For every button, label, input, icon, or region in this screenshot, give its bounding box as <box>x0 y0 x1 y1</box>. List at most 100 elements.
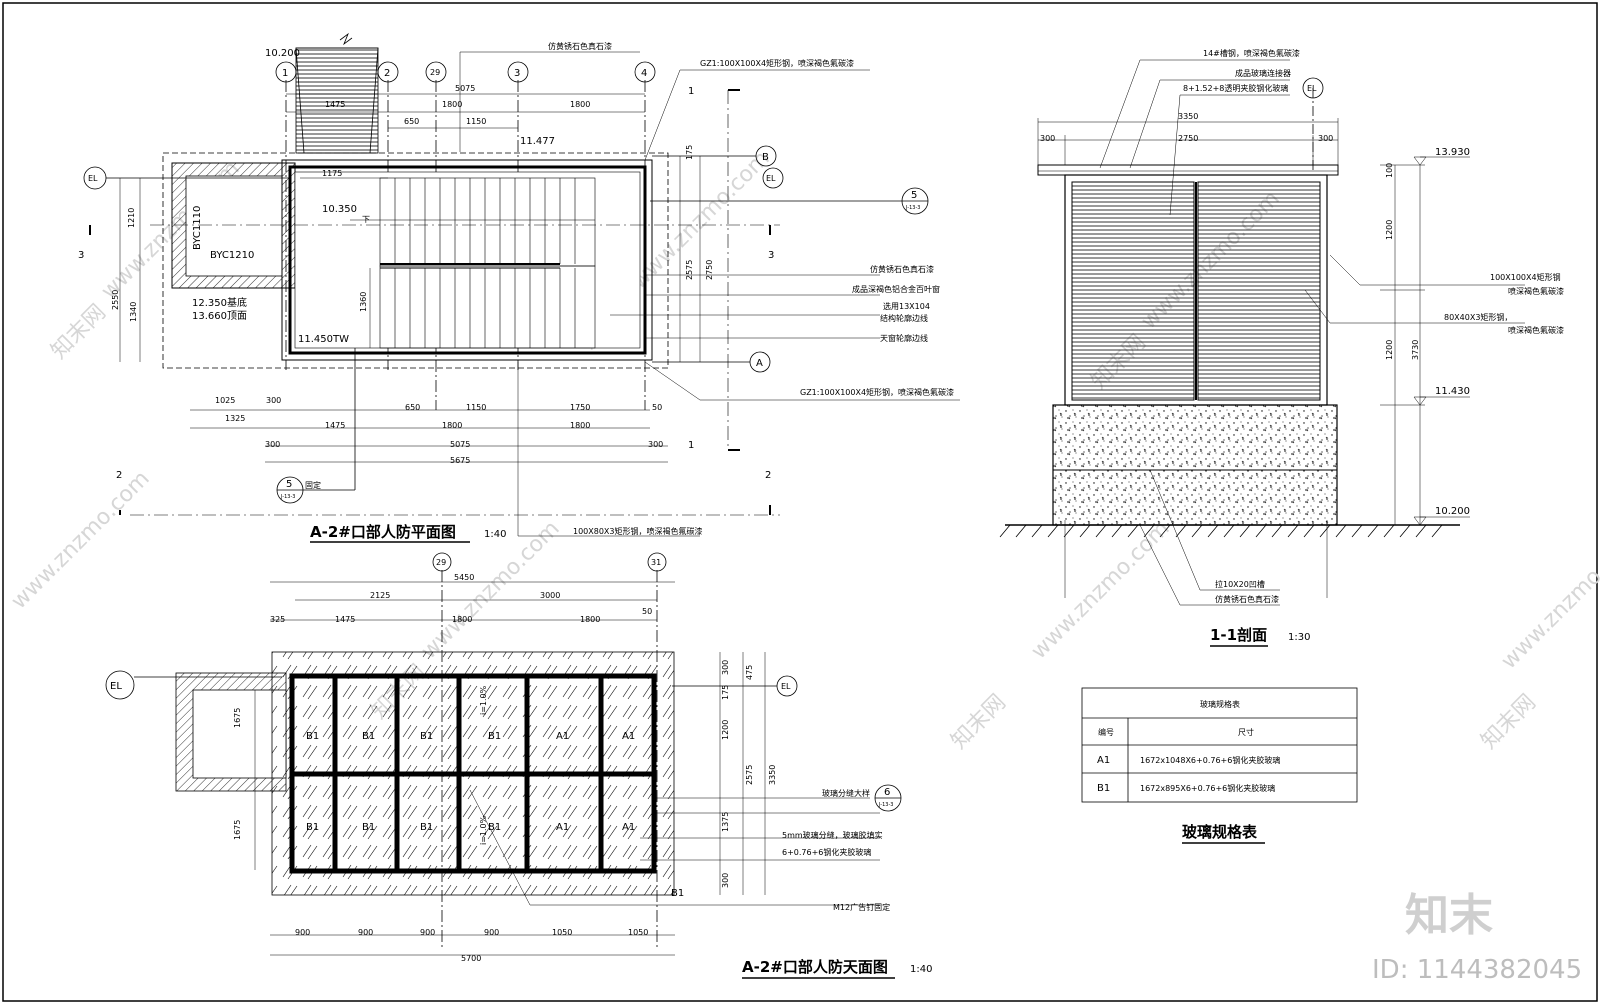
svg-text:5mm玻璃分缝，玻璃胶填实: 5mm玻璃分缝，玻璃胶填实 <box>782 830 883 840</box>
section-scale: 1:30 <box>1288 632 1310 643</box>
svg-text:2: 2 <box>765 470 771 481</box>
svg-text:2: 2 <box>116 470 122 481</box>
plan-scale: 1:40 <box>484 529 506 540</box>
svg-text:成品深褐色铝合金百叶窗: 成品深褐色铝合金百叶窗 <box>852 284 940 294</box>
table-cell: 1672x1048X6+0.76+6钢化夹胶玻璃 <box>1140 755 1280 765</box>
svg-text:B1: B1 <box>306 822 319 833</box>
svg-text:175: 175 <box>685 145 694 160</box>
axis-label-b: B <box>762 152 769 163</box>
svg-text:2575: 2575 <box>685 260 694 280</box>
svg-text:5450: 5450 <box>454 573 474 582</box>
svg-text:1: 1 <box>688 440 694 451</box>
svg-text:www.znzmo.com: www.znzmo.com <box>1497 526 1600 674</box>
svg-text:B1: B1 <box>420 822 433 833</box>
svg-text:31: 31 <box>651 558 661 567</box>
svg-text:300: 300 <box>266 396 281 405</box>
svg-text:650: 650 <box>405 403 420 412</box>
svg-text:1200: 1200 <box>1385 220 1394 240</box>
svg-text:100: 100 <box>1385 163 1394 178</box>
svg-text:B1: B1 <box>420 731 433 742</box>
svg-text:仿黄锈石色真石漆: 仿黄锈石色真石漆 <box>870 264 934 274</box>
svg-text:5075: 5075 <box>455 84 475 93</box>
svg-text:i=1.0%: i=1.0% <box>479 815 488 845</box>
svg-text:喷深褐色氟碳漆: 喷深褐色氟碳漆 <box>1508 286 1564 296</box>
floor-plan-text: 1 2 29 3 4 EL B EL A 10.200 11.477 10.35… <box>78 41 954 543</box>
svg-text:11.477: 11.477 <box>520 136 555 147</box>
svg-text:1050: 1050 <box>552 928 572 937</box>
svg-text:i=1.0%: i=1.0% <box>479 685 488 715</box>
svg-text:3: 3 <box>768 250 774 261</box>
svg-text:知末网: 知末网 <box>1477 690 1541 754</box>
svg-text:11.450TW: 11.450TW <box>298 334 349 345</box>
svg-text:1475: 1475 <box>325 421 345 430</box>
svg-text:2750: 2750 <box>1178 134 1198 143</box>
svg-text:3000: 3000 <box>540 591 560 600</box>
axis-label: 3 <box>514 68 520 79</box>
svg-text:1475: 1475 <box>325 100 345 109</box>
svg-text:10.200: 10.200 <box>1435 506 1470 517</box>
section-title: 1-1剖面 <box>1210 626 1267 644</box>
svg-text:300: 300 <box>721 660 730 675</box>
svg-text:1750: 1750 <box>570 403 590 412</box>
glass-spec-table-text: 玻璃规格表 编号 尺寸 A1 1672x1048X6+0.76+6钢化夹胶玻璃 … <box>1097 699 1280 844</box>
svg-text:100X80X3矩形钢，喷深褐色氟碳漆: 100X80X3矩形钢，喷深褐色氟碳漆 <box>573 526 703 536</box>
svg-text:EL: EL <box>781 682 791 691</box>
svg-text:300: 300 <box>265 440 280 449</box>
svg-text:玻璃分缝大样: 玻璃分缝大样 <box>822 788 870 798</box>
watermark-logo: 知末 <box>1405 890 1493 941</box>
svg-text:5075: 5075 <box>450 440 470 449</box>
svg-text:仿黄锈石色真石漆: 仿黄锈石色真石漆 <box>1215 594 1279 604</box>
floor-plan <box>83 32 960 537</box>
table-caption: 玻璃规格表 <box>1182 823 1258 841</box>
svg-text:300: 300 <box>721 873 730 888</box>
svg-text:1210: 1210 <box>127 208 136 228</box>
svg-text:10.200: 10.200 <box>265 48 300 59</box>
roof-scale: 1:40 <box>910 964 932 975</box>
svg-text:8+1.52+8透明夹胶钢化玻璃: 8+1.52+8透明夹胶钢化玻璃 <box>1183 83 1288 93</box>
svg-text:1475: 1475 <box>335 615 355 624</box>
svg-text:1200: 1200 <box>1385 340 1394 360</box>
svg-text:1675: 1675 <box>233 820 242 840</box>
svg-text:EL: EL <box>110 681 122 692</box>
svg-text:1175: 1175 <box>322 169 342 178</box>
svg-text:5675: 5675 <box>450 456 470 465</box>
svg-text:www.znzmo.com: www.znzmo.com <box>627 146 775 294</box>
roof-plan <box>105 552 902 956</box>
svg-text:900: 900 <box>420 928 435 937</box>
svg-text:J-13-3: J-13-3 <box>905 205 920 211</box>
svg-text:300: 300 <box>1040 134 1055 143</box>
axis-label: 2 <box>384 68 390 79</box>
svg-text:3350: 3350 <box>1178 112 1198 121</box>
svg-text:1675: 1675 <box>233 708 242 728</box>
svg-text:J-13-3: J-13-3 <box>878 802 893 808</box>
svg-text:13.660顶面: 13.660顶面 <box>192 310 247 322</box>
svg-text:www.znzmo.com: www.znzmo.com <box>1027 516 1175 664</box>
svg-text:喷深褐色氟碳漆: 喷深褐色氟碳漆 <box>1508 325 1564 335</box>
svg-text:成品玻璃连接器: 成品玻璃连接器 <box>1235 68 1291 78</box>
svg-text:下: 下 <box>362 215 370 224</box>
roof-title: A-2#口部人防天面图 <box>742 958 888 976</box>
svg-text:GZ1:100X100X4矩形钢，喷深褐色氟碳漆: GZ1:100X100X4矩形钢，喷深褐色氟碳漆 <box>700 58 854 68</box>
svg-text:6: 6 <box>884 787 890 798</box>
svg-text:2575: 2575 <box>745 765 754 785</box>
svg-text:14#槽钢，喷深褐色氟碳漆: 14#槽钢，喷深褐色氟碳漆 <box>1203 48 1300 58</box>
svg-text:1325: 1325 <box>225 414 245 423</box>
svg-text:天窗轮廓边线: 天窗轮廓边线 <box>880 333 928 343</box>
svg-text:2125: 2125 <box>370 591 390 600</box>
svg-text:知末网: 知末网 <box>47 300 111 364</box>
svg-text:300: 300 <box>1318 134 1333 143</box>
axis-label-el: EL <box>88 174 98 183</box>
svg-text:900: 900 <box>358 928 373 937</box>
svg-text:B1: B1 <box>362 731 375 742</box>
svg-text:900: 900 <box>295 928 310 937</box>
axis-label: 4 <box>641 68 647 79</box>
svg-text:GZ1:100X100X4矩形钢，喷深褐色氟碳漆: GZ1:100X100X4矩形钢，喷深褐色氟碳漆 <box>800 387 954 397</box>
table-cell: B1 <box>1097 783 1110 794</box>
svg-text:BYC1110: BYC1110 <box>192 206 203 250</box>
svg-text:3350: 3350 <box>768 765 777 785</box>
svg-text:900: 900 <box>484 928 499 937</box>
axis-label: 29 <box>430 68 440 77</box>
svg-text:1360: 1360 <box>359 292 368 312</box>
svg-text:100X100X4矩形钢: 100X100X4矩形钢 <box>1490 272 1561 282</box>
